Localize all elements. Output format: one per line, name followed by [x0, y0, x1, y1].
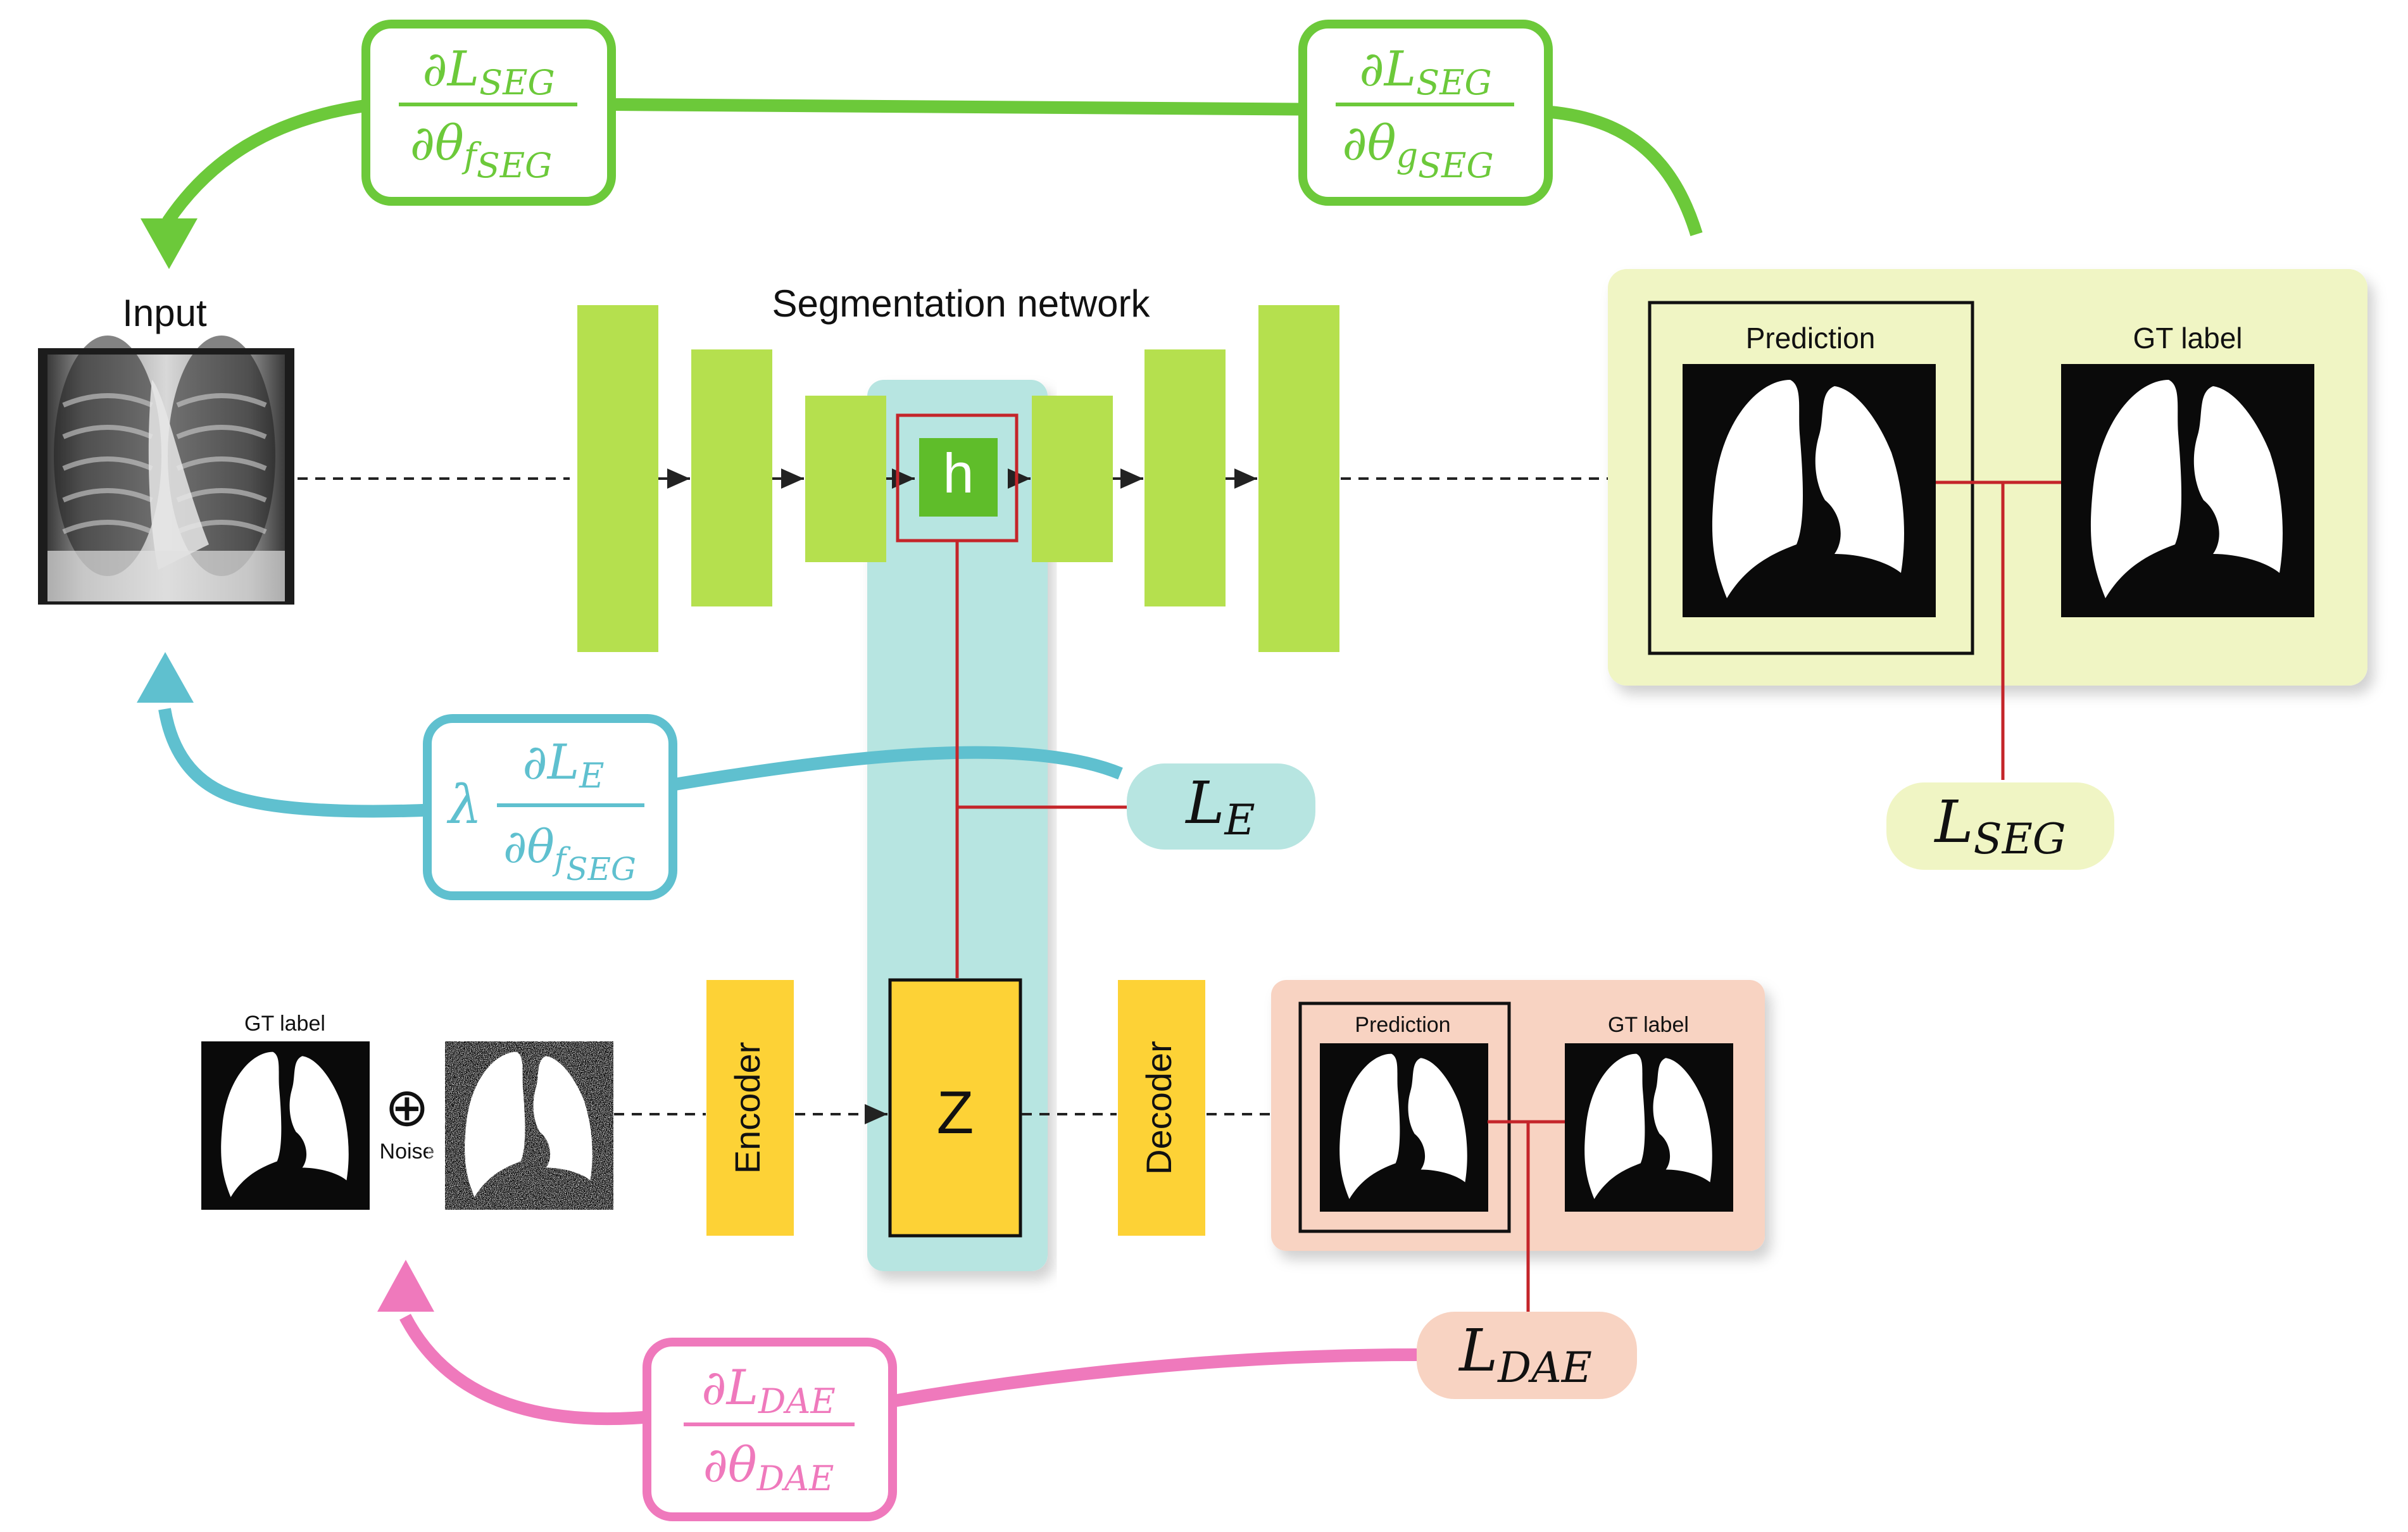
z-label: Z	[937, 1079, 974, 1146]
lung-mask-image	[1320, 1043, 1488, 1212]
lseg-loss-pill: LSEG	[1886, 782, 2114, 870]
arrow-head-icon	[377, 1260, 434, 1312]
dae-gradient-flow	[377, 1260, 1417, 1426]
h-label: h	[943, 442, 974, 505]
svg-text:∂LSEG: ∂LSEG	[1359, 41, 1491, 103]
le-sub: E	[1224, 796, 1255, 844]
grad-seg-f-num-sub: SEG	[479, 63, 555, 103]
ldae-loss-pill: LDAE	[1417, 1312, 1637, 1399]
grad-dae-num-d: ∂	[701, 1359, 726, 1416]
grad-le-num-sub: E	[579, 756, 604, 796]
grad-dae-den-d: ∂θ	[703, 1436, 757, 1493]
svg-text:∂LE: ∂LE	[522, 734, 604, 796]
grad-seg-f-den-subsub: SEG	[477, 146, 553, 185]
grad-seg-g-den-d: ∂θ	[1342, 115, 1396, 171]
grad-seg-f-box: ∂LSEG ∂θfSEG	[361, 20, 616, 206]
svg-text:LDAE: LDAE	[1458, 1317, 1592, 1392]
prediction-frame-small	[1298, 1001, 1511, 1233]
lseg-base: L	[1933, 788, 1973, 856]
grad-le-num-d: ∂	[522, 734, 547, 790]
encoder-block	[706, 980, 794, 1236]
z-block	[888, 978, 1022, 1238]
grad-seg-g-den-subsub: SEG	[1418, 146, 1494, 185]
encoder-label: Encoder	[727, 1042, 767, 1174]
chest-xray-image	[38, 336, 294, 605]
lung-mask-image	[2061, 364, 2314, 617]
grad-seg-g-num-sub: SEG	[1416, 63, 1492, 103]
seg-layer-6	[1144, 349, 1226, 606]
decoder-label: Decoder	[1139, 1041, 1179, 1175]
decoder-block	[1118, 980, 1205, 1236]
prediction-label-large: Prediction	[1746, 322, 1876, 355]
seg-layer-7	[1258, 305, 1339, 652]
seg-layer-5	[1032, 396, 1113, 562]
lung-mask-image	[1565, 1043, 1733, 1212]
lseg-sub: SEG	[1973, 815, 2066, 863]
seg-layer-1	[577, 305, 658, 652]
svg-text:∂θgSEG: ∂θgSEG	[1342, 115, 1493, 185]
gt-label-large: GT label	[2133, 322, 2242, 355]
gt-label-small-right: GT label	[1608, 1013, 1689, 1037]
oplus-icon: ⊕	[385, 1077, 429, 1137]
svg-text:∂θDAE: ∂θDAE	[703, 1436, 834, 1498]
lung-mask-image	[1683, 364, 1936, 617]
input-label: Input	[122, 292, 207, 334]
svg-text:∂θfSEG: ∂θfSEG	[503, 820, 636, 888]
gt-label-small: GT label	[244, 1012, 325, 1036]
grad-seg-g-box: ∂LSEG ∂θgSEG	[1298, 20, 1553, 206]
arrow-head-icon	[137, 652, 194, 703]
grad-le-f-box: λ ∂LE ∂θfSEG	[423, 714, 677, 900]
grad-seg-f-num-d: ∂	[422, 41, 447, 97]
h-block	[919, 438, 998, 517]
svg-text:LE: LE	[1184, 769, 1255, 844]
grad-dae-den-sub: DAE	[756, 1459, 834, 1498]
noisy-lung-mask-image	[445, 1041, 613, 1210]
seg-network: h	[577, 305, 1339, 652]
lung-mask-image	[201, 1041, 370, 1210]
grad-seg-f-den-d: ∂θ	[410, 115, 464, 171]
seg-layer-3	[805, 396, 886, 562]
dae-output-panel: Prediction GT label	[1271, 980, 1765, 1314]
ldae-sub: DAE	[1497, 1343, 1592, 1392]
svg-text:LSEG: LSEG	[1933, 788, 2066, 863]
lambda-symbol: λ	[446, 774, 482, 836]
grad-le-num-l: L	[546, 734, 579, 790]
le-loss-pill: LE	[1127, 763, 1315, 850]
grad-seg-g-num-d: ∂	[1359, 41, 1384, 97]
seg-output-panel: Prediction GT label	[1608, 269, 2367, 780]
segmentation-network-label: Segmentation network	[772, 282, 1150, 325]
le-base: L	[1184, 769, 1224, 837]
grad-dae-num-l: L	[725, 1359, 758, 1416]
svg-text:∂LSEG: ∂LSEG	[422, 41, 555, 103]
ldae-base: L	[1458, 1317, 1498, 1384]
grad-le-den-subsub: SEG	[566, 851, 636, 888]
grad-seg-g-num-l: L	[1383, 41, 1416, 97]
grad-dae-num-sub: DAE	[758, 1381, 836, 1421]
grad-dae-box: ∂LDAE ∂θDAE	[643, 1338, 897, 1521]
grad-seg-g-den-sub: g	[1396, 135, 1418, 175]
grad-seg-f-num-l: L	[446, 41, 479, 97]
arrow-head-icon	[141, 218, 198, 269]
grad-le-den-d: ∂θ	[503, 820, 555, 873]
seg-layer-2	[691, 349, 772, 606]
svg-text:∂LDAE: ∂LDAE	[701, 1359, 836, 1421]
prediction-frame-large	[1648, 301, 1974, 655]
prediction-label-small: Prediction	[1355, 1013, 1450, 1037]
svg-text:∂θfSEG: ∂θfSEG	[410, 115, 553, 185]
noise-label: Noise	[380, 1140, 435, 1164]
